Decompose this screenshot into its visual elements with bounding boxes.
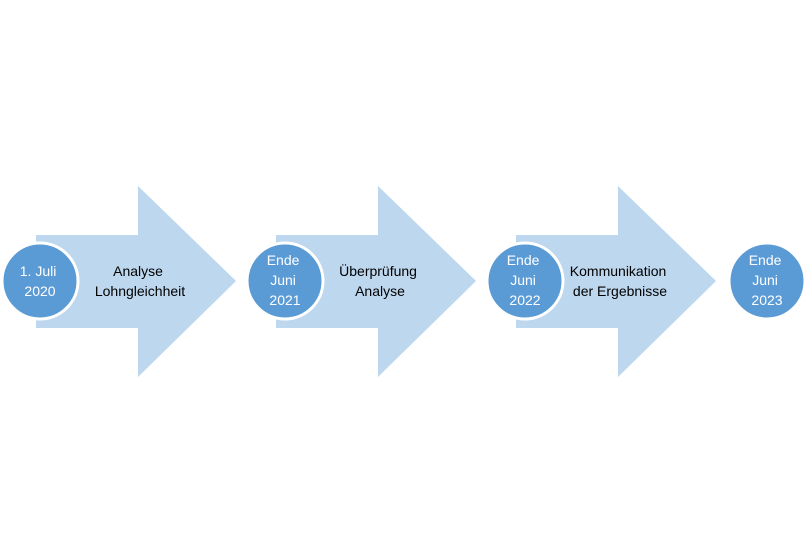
milestone-label-4-line-2: Juni [752,272,778,288]
milestone-circle-3 [485,241,565,321]
phase-label-1: Analyse Lohngleichheit [95,263,185,299]
milestone-label-1-line-1: 1. Juli [20,263,57,279]
phase-label-2-line-2: Analyse [355,283,405,299]
phase-arrow-2 [276,186,476,377]
milestone-label-1: 1. Juli 2020 [20,263,60,299]
milestone-label-3-line-3: 2022 [509,292,540,308]
phase-label-2: Überprüfung Analyse [339,262,421,299]
milestone-label-3-line-1: Ende [507,252,540,268]
phase-label-1-line-2: Lohngleichheit [95,283,185,299]
phase-label-3-line-1: Kommunikation [570,263,667,279]
milestone-circle-1 [0,241,80,321]
milestone-label-2-line-2: Juni [270,272,296,288]
milestone-label-4: Ende Juni 2023 [749,252,786,308]
milestone-label-2: Ende Juni 2021 [267,252,304,308]
milestone-label-2-line-3: 2021 [269,292,300,308]
milestone-circle-4 [727,241,807,321]
milestone-label-2-line-1: Ende [267,252,300,268]
phase-arrow-1 [36,186,236,377]
phase-label-3: Kommunikation der Ergebnisse [570,263,670,299]
milestone-label-1-line-2: 2020 [24,283,55,299]
phase-label-1-line-1: Analyse [113,263,163,279]
milestone-label-3-line-2: Juni [510,272,536,288]
phase-label-3-line-2: der Ergebnisse [573,283,667,299]
phase-arrow-3 [516,186,716,377]
milestone-label-3: Ende Juni 2022 [507,252,544,308]
phase-label-2-line-1: Überprüfung [339,262,417,279]
milestone-label-4-line-1: Ende [749,252,782,268]
milestone-label-4-line-3: 2023 [751,292,782,308]
milestone-circle-2 [245,241,325,321]
